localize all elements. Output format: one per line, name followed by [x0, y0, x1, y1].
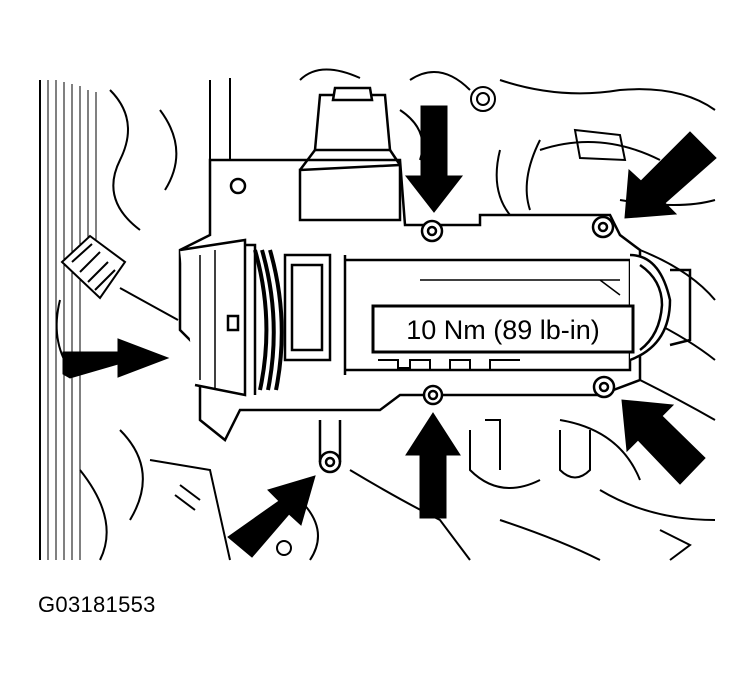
sensor-connector	[55, 234, 179, 371]
arrow-right-icon	[62, 338, 170, 379]
callout-arrows	[62, 105, 717, 558]
arrow-down-icon	[404, 105, 464, 213]
background-fittings	[276, 86, 627, 556]
arrow-up-right-icon	[227, 475, 316, 558]
torque-spec-label: 10 Nm (89 lb-in)	[406, 315, 600, 345]
throttle-body-housing	[178, 158, 642, 442]
background-engine-lines	[39, 68, 716, 561]
figure-code: G03181553	[38, 592, 156, 617]
arrow-down-left-icon	[624, 131, 717, 219]
arrow-up-icon	[405, 412, 461, 519]
outlet-flange	[629, 253, 692, 362]
throttle-actuator-motor	[298, 86, 402, 222]
arrow-up-left-icon	[621, 399, 706, 485]
torque-spec-callout: 10 Nm (89 lb-in)	[371, 304, 635, 371]
mounting-bolts	[229, 177, 616, 474]
